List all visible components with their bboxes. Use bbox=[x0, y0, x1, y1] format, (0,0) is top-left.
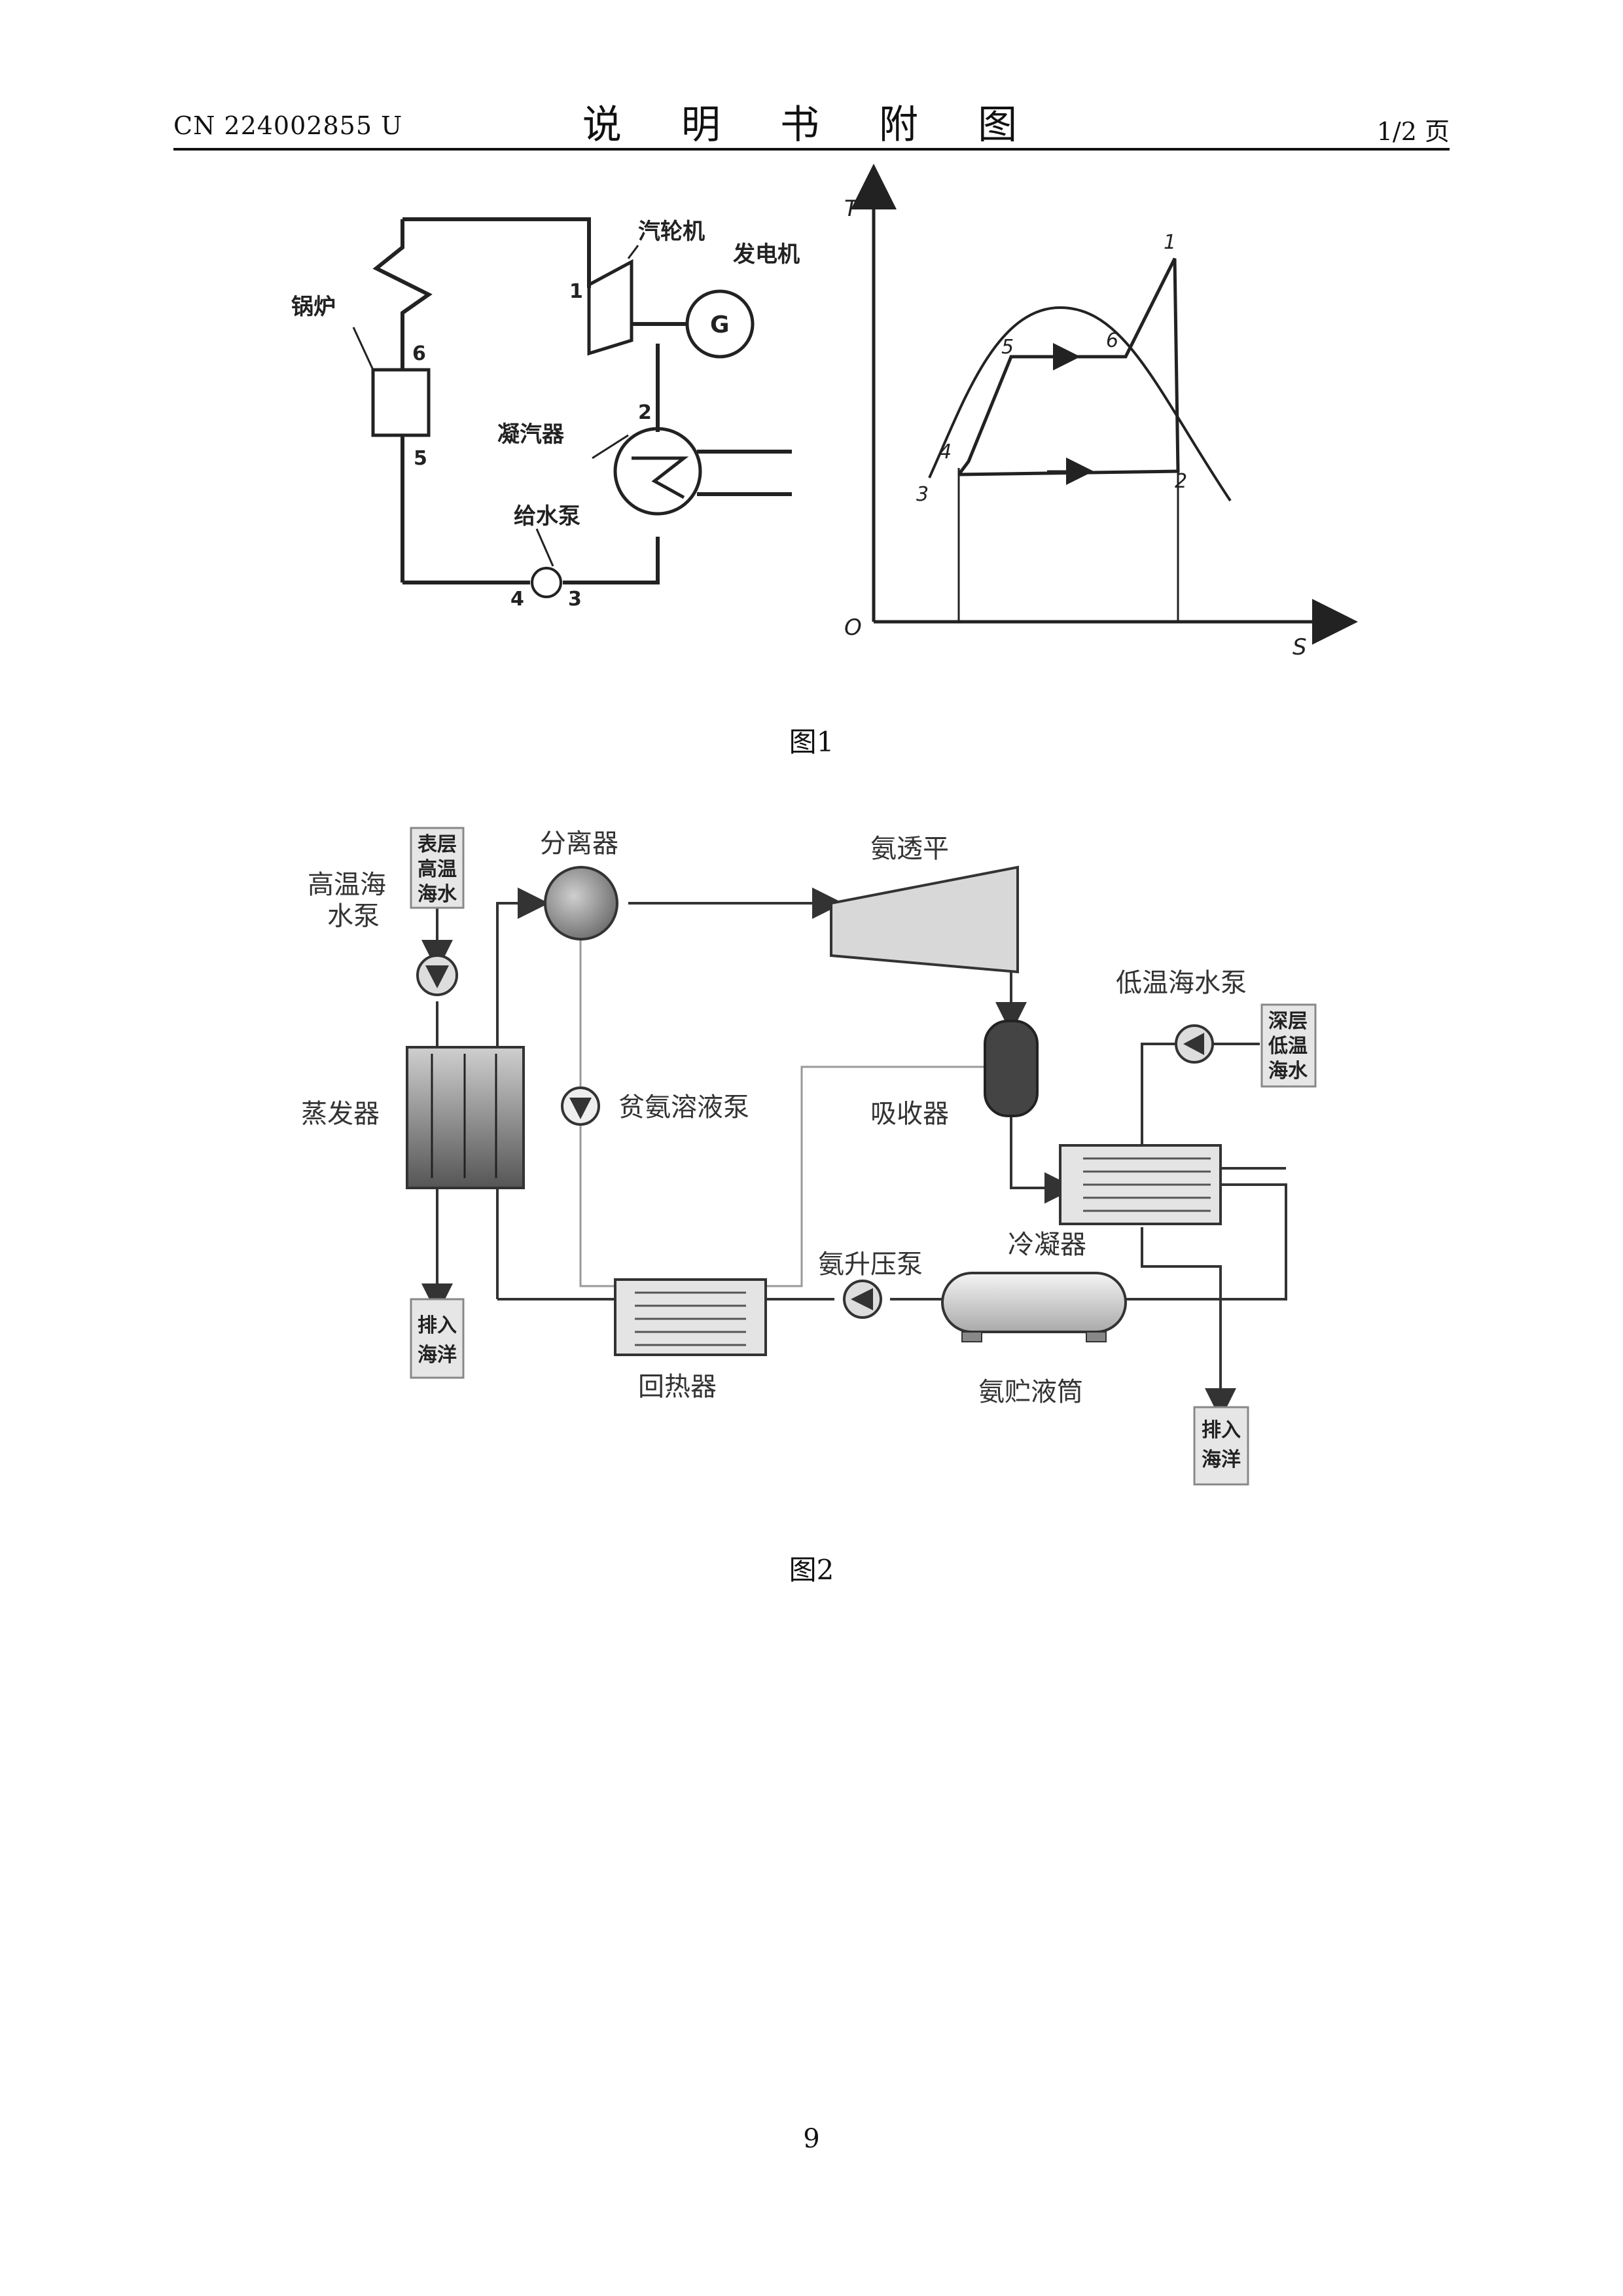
hot-pump-label-line2: 水泵 bbox=[327, 901, 380, 931]
ammonia-turbine bbox=[831, 867, 1018, 972]
figure-2-caption: 图2 bbox=[0, 1548, 1623, 1588]
turbine-label: 氨透平 bbox=[870, 834, 949, 864]
surface-water-line3: 海水 bbox=[418, 883, 457, 906]
regenerator bbox=[615, 1280, 766, 1355]
absorber bbox=[985, 1021, 1037, 1116]
separator-label: 分离器 bbox=[540, 829, 618, 859]
cold-pump-label: 低温海水泵 bbox=[1116, 968, 1247, 998]
deep-water-line1: 深层 bbox=[1268, 1010, 1308, 1033]
surface-water-line2: 高温 bbox=[418, 858, 457, 881]
drain-right-line1: 排入 bbox=[1202, 1419, 1241, 1442]
booster-pump-label: 氨升压泵 bbox=[818, 1249, 923, 1280]
drain-right-line2: 海洋 bbox=[1202, 1448, 1241, 1471]
evaporator-label: 蒸发器 bbox=[301, 1099, 380, 1129]
drain-left-line1: 排入 bbox=[418, 1314, 457, 1337]
deep-water-line2: 低温 bbox=[1268, 1035, 1308, 1058]
page-number: 9 bbox=[0, 2124, 1623, 2154]
deep-water-line3: 海水 bbox=[1268, 1060, 1308, 1083]
condenser-label: 冷凝器 bbox=[1008, 1230, 1086, 1260]
regenerator-label: 回热器 bbox=[638, 1372, 717, 1402]
figure-2: 高温海 水泵 分离器 氨透平 蒸发器 贫氨溶液泵 吸收器 低温海水泵 冷凝器 氨… bbox=[0, 0, 1623, 1505]
drain-left-line2: 海洋 bbox=[418, 1344, 457, 1367]
tank-label: 氨贮液筒 bbox=[978, 1377, 1083, 1407]
lean-pump-label: 贫氨溶液泵 bbox=[618, 1092, 749, 1122]
surface-water-line1: 表层 bbox=[418, 833, 457, 856]
separator bbox=[545, 867, 617, 939]
ammonia-storage-tank bbox=[942, 1273, 1126, 1332]
absorber-label: 吸收器 bbox=[870, 1099, 949, 1129]
hot-pump-label-line1: 高温海 bbox=[308, 870, 386, 900]
